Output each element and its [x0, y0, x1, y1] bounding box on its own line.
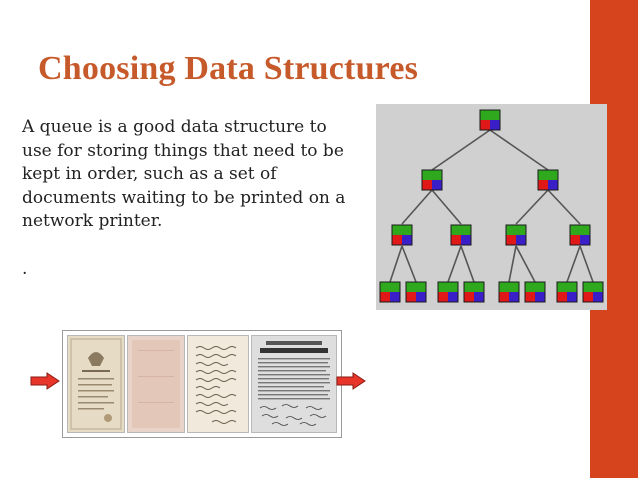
tree-node — [463, 281, 485, 303]
slide-body: A queue is a good data structure to use … — [22, 116, 352, 282]
tree-node — [421, 169, 443, 191]
tree-node — [437, 281, 459, 303]
tree-node — [379, 281, 401, 303]
tree-node — [405, 281, 427, 303]
tree-node — [505, 224, 527, 246]
queue-exit-arrow-icon — [336, 372, 366, 390]
body-trailing-dot: . — [22, 258, 28, 279]
tree-node — [479, 109, 501, 131]
document-handwritten-letter-icon — [187, 335, 249, 433]
tree-nodes — [379, 109, 604, 303]
tree-node — [450, 224, 472, 246]
document-declaration-icon — [251, 335, 337, 433]
tree-node — [537, 169, 559, 191]
tree-node — [569, 224, 591, 246]
document-queue-strip — [62, 330, 342, 438]
tree-node — [391, 224, 413, 246]
body-paragraph: A queue is a good data structure to use … — [22, 117, 346, 232]
tree-node — [498, 281, 520, 303]
tree-node — [582, 281, 604, 303]
binary-tree-svg — [379, 109, 604, 303]
tree-edges — [389, 129, 594, 283]
tree-node — [556, 281, 578, 303]
slide-title: Choosing Data Structures — [38, 50, 419, 87]
document-eagle-certificate-icon — [67, 335, 125, 433]
queue-enter-arrow-icon — [30, 372, 60, 390]
tree-node — [524, 281, 546, 303]
binary-tree-diagram — [376, 104, 607, 310]
document-blank-parchment-icon — [127, 335, 185, 433]
